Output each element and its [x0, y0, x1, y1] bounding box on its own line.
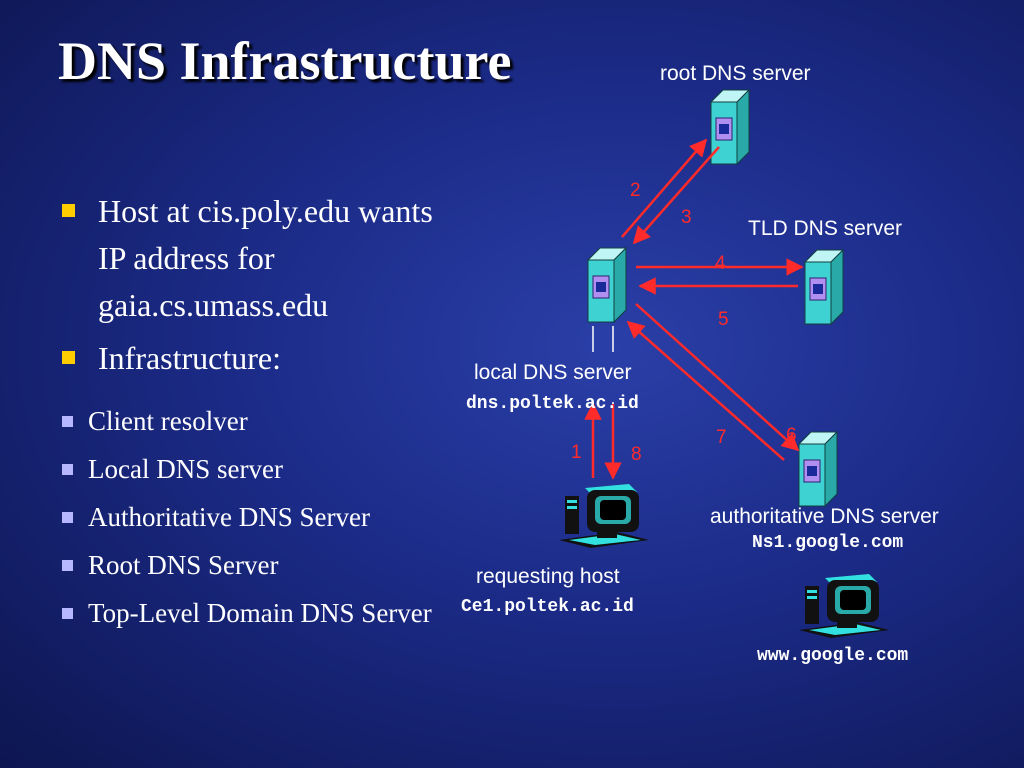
sub-bullet-item: Authoritative DNS Server — [60, 498, 440, 536]
arrow-7 — [626, 320, 785, 461]
sub-bullet-text: Top-Level Domain DNS Server — [88, 598, 432, 628]
local-dns-host-label: dns.poltek.ac.id — [466, 394, 639, 414]
step-8-label: 8 — [631, 444, 642, 465]
sub-bullet-text: Authoritative DNS Server — [88, 502, 370, 532]
tld-dns-server-icon — [804, 249, 844, 325]
authoritative-dns-server-label: authoritative DNS server — [710, 505, 939, 528]
step-5-label: 5 — [718, 309, 729, 330]
bullet-item: Infrastructure: — [60, 335, 440, 382]
step-2-label: 2 — [630, 180, 641, 201]
sub-bullet-list: Client resolver Local DNS server Authori… — [60, 402, 440, 632]
tld-dns-server-label: TLD DNS server — [748, 217, 903, 240]
sub-bullet-text: Local DNS server — [88, 454, 283, 484]
local-dns-server-icon — [587, 247, 627, 323]
arrow-6 — [635, 303, 800, 452]
sub-bullet-square-icon — [62, 560, 73, 571]
step-4-label: 4 — [715, 253, 726, 274]
requesting-host-name: Ce1.poltek.ac.id — [461, 597, 634, 617]
bullet-square-icon — [62, 204, 75, 217]
sub-bullet-square-icon — [62, 464, 73, 475]
bullet-text: Host at cis.poly.edu wants IP address fo… — [98, 193, 433, 323]
web-host-label: www.google.com — [757, 646, 909, 666]
slide-title: DNS Infrastructure — [58, 31, 512, 91]
sub-bullet-square-icon — [62, 512, 73, 523]
sub-bullet-container: Client resolver Local DNS server Authori… — [60, 392, 440, 632]
step-6-label: 6 — [786, 425, 797, 446]
sub-bullet-square-icon — [62, 608, 73, 619]
sub-bullet-item: Root DNS Server — [60, 546, 440, 584]
bullet-item: Host at cis.poly.edu wants IP address fo… — [60, 188, 440, 329]
sub-bullet-text: Client resolver — [88, 406, 248, 436]
step-7-label: 7 — [716, 427, 727, 448]
local-dns-server-label: local DNS server — [474, 361, 632, 384]
authoritative-dns-host-label: Ns1.google.com — [752, 533, 904, 553]
bullet-square-icon — [62, 351, 75, 364]
sub-bullet-item: Top-Level Domain DNS Server — [60, 594, 440, 632]
step-3-label: 3 — [681, 207, 692, 228]
bullet-list: Host at cis.poly.edu wants IP address fo… — [60, 188, 440, 388]
step-1-label: 1 — [571, 442, 582, 463]
root-dns-server-label: root DNS server — [660, 62, 811, 85]
bullet-text: Infrastructure: — [98, 340, 282, 376]
sub-bullet-item: Local DNS server — [60, 450, 440, 488]
sub-bullet-text: Root DNS Server — [88, 550, 279, 580]
root-dns-server-icon — [710, 89, 750, 165]
sub-bullet-item: Client resolver — [60, 402, 440, 440]
requesting-host-computer-icon — [559, 484, 649, 548]
sub-bullet-square-icon — [62, 416, 73, 427]
web-host-computer-icon — [799, 574, 889, 638]
requesting-host-label: requesting host — [476, 565, 620, 588]
arrow-3 — [632, 146, 720, 245]
authoritative-dns-server-icon — [798, 431, 838, 507]
arrow-2 — [621, 138, 708, 238]
